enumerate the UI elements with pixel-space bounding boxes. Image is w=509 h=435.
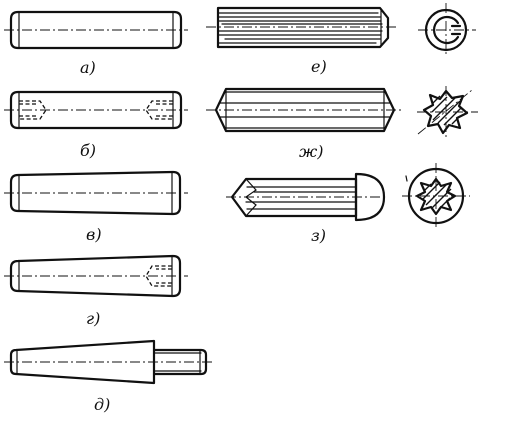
label-a: а): [80, 58, 96, 77]
label-z: з): [311, 226, 326, 245]
pin-z-round-head: [226, 172, 386, 222]
label-e: е): [311, 57, 327, 76]
pin-d-taper-threaded-end: [4, 339, 212, 385]
label-g: г): [86, 309, 100, 328]
label-zh: ж): [299, 142, 323, 161]
label-b: б): [80, 141, 96, 160]
pin-zh-section-view: [417, 86, 478, 138]
label-v: в): [86, 225, 102, 244]
pin-a-cylindrical: [4, 10, 188, 50]
label-d: д): [94, 395, 110, 414]
pin-b-with-threaded-holes: [4, 90, 188, 130]
stray-mark: [405, 175, 408, 182]
pin-g-taper-threaded: [4, 254, 188, 298]
pin-z-section-view: [402, 163, 470, 229]
pin-v-taper: [4, 170, 188, 216]
pin-zh-grooved-chamfered: [206, 87, 404, 133]
pin-e-grooved: [206, 6, 396, 49]
pin-e-end-view: [418, 3, 476, 57]
